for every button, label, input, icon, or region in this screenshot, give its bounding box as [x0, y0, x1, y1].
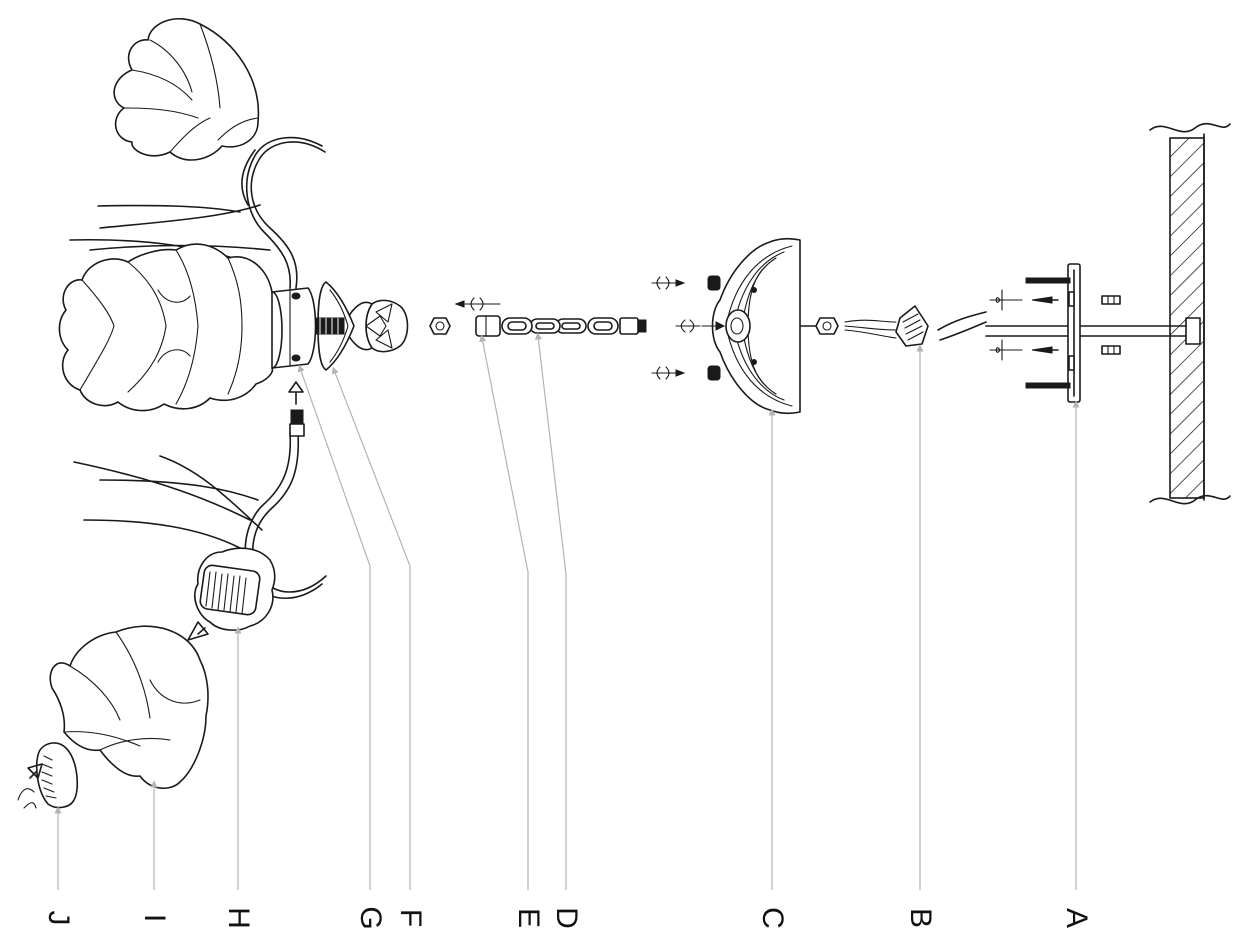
part-label-h: H: [222, 907, 255, 929]
part-label-e: E: [512, 907, 545, 928]
part-label-f: F: [394, 908, 427, 928]
terminal-block: [844, 305, 929, 347]
center-tulip-shade: [58, 243, 274, 412]
part-label-b: B: [904, 907, 937, 928]
part-label-j: J: [42, 910, 75, 926]
part-label-g: G: [354, 906, 387, 930]
part-label-a: A: [1060, 907, 1093, 928]
bobeche-cup: [313, 281, 355, 371]
shade-ring: [17, 742, 79, 809]
top-tulip-shade: [113, 18, 260, 161]
lower-tulip-shade: [49, 625, 209, 789]
mounting-bracket: [937, 263, 1201, 403]
canopy: [675, 237, 801, 415]
hex-nut-lower: [799, 317, 839, 335]
chain: [454, 297, 647, 337]
crown-finial: [343, 299, 409, 353]
canopy-finials: [651, 275, 721, 381]
part-label-d: D: [550, 907, 583, 929]
leader-lines: [54, 332, 1080, 890]
assembly-arrows: [27, 381, 304, 779]
ceiling: [1149, 122, 1231, 505]
hex-nut-upper: [429, 317, 451, 335]
lower-arm: [73, 409, 327, 600]
upper-arm: [59, 136, 326, 331]
part-label-c: C: [756, 907, 789, 929]
part-label-i: I: [138, 913, 171, 923]
socket-assembly: [194, 547, 276, 631]
